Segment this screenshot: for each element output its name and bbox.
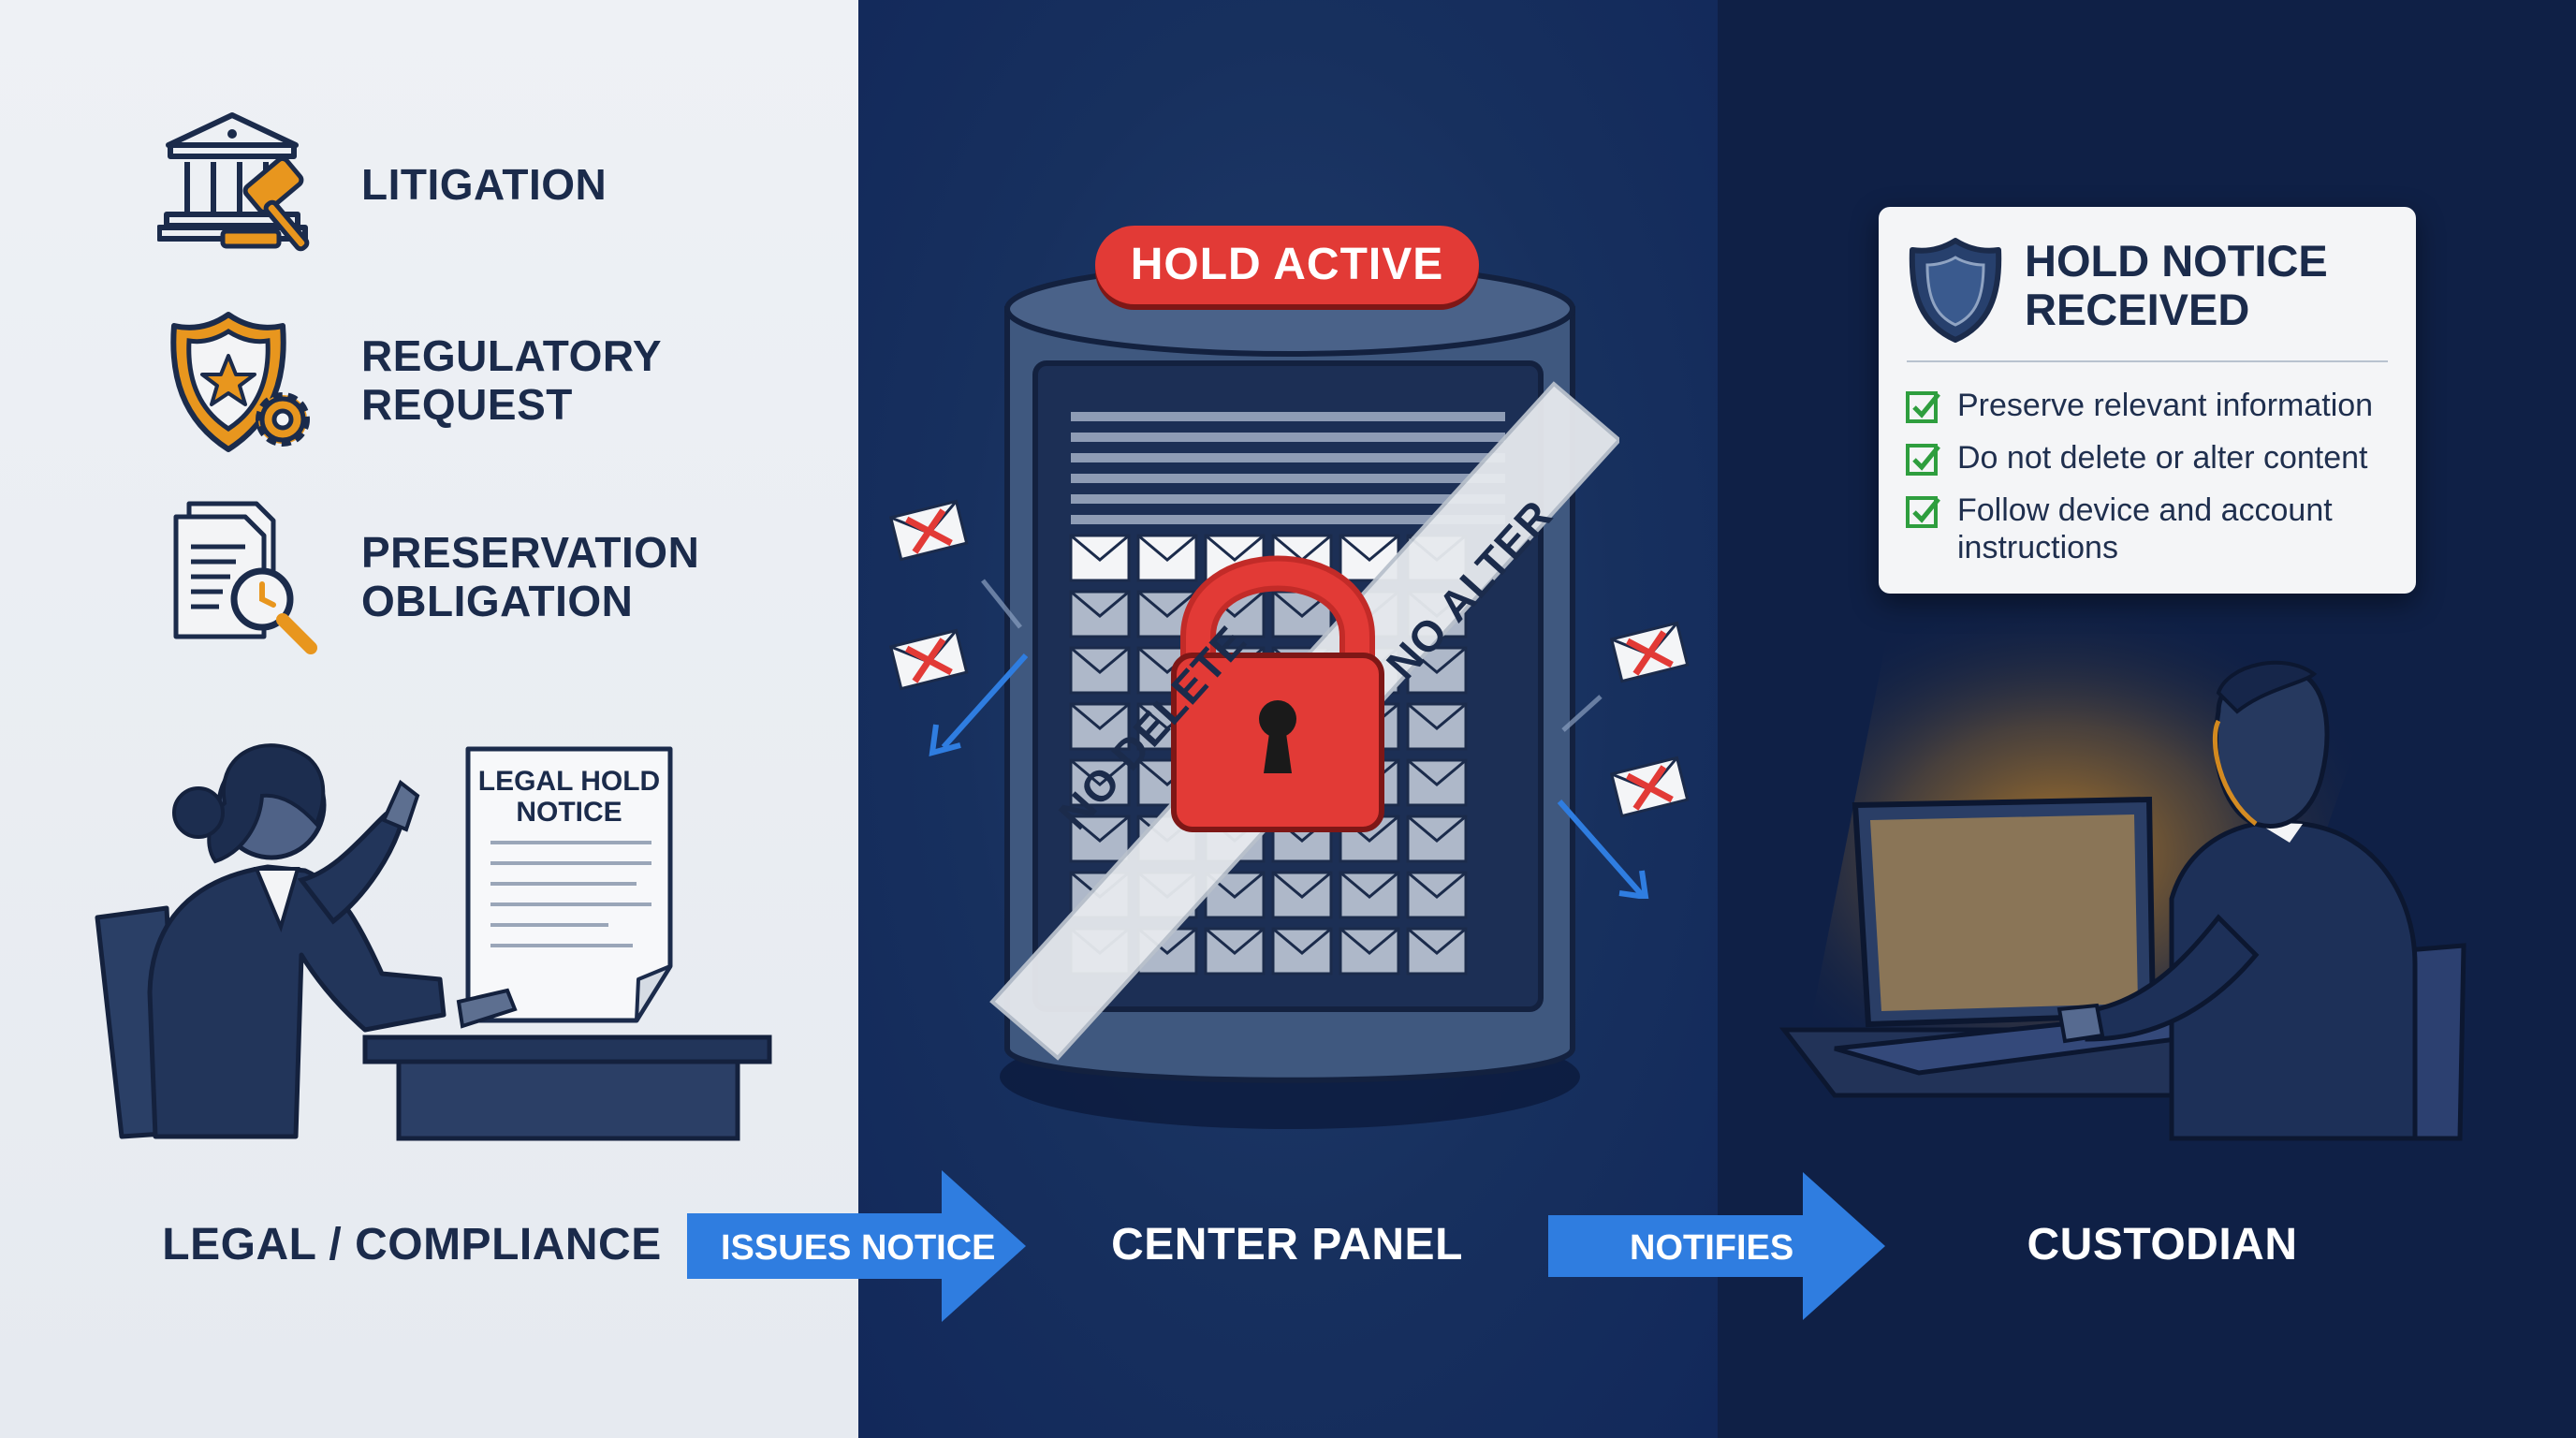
notifies-label: NOTIFIES (1630, 1228, 1794, 1268)
hold-notice-card: HOLD NOTICE RECEIVED Preserve relevant i… (1879, 207, 2416, 594)
check-icon (1906, 391, 1940, 423)
email-envelope-icon (1069, 646, 1131, 695)
hold-active-badge: HOLD ACTIVE (1095, 226, 1479, 304)
email-envelope-icon (1339, 534, 1400, 582)
archive-vault-illustration (989, 261, 1619, 1129)
email-envelope-icon (1339, 927, 1400, 976)
legal-hold-notice-paper-title: LEGAL HOLD NOTICE (477, 766, 661, 828)
custodian-illustration (1778, 660, 2466, 1141)
notice-title: HOLD NOTICE RECEIVED (2025, 236, 2328, 334)
document-magnifier-icon (173, 501, 317, 654)
custodian-caption: CUSTODIAN (2027, 1220, 2298, 1269)
issues-notice-label: ISSUES NOTICE (721, 1228, 996, 1268)
email-envelope-icon (1069, 702, 1131, 751)
trigger-label-preservation: PRESERVATION OBLIGATION (361, 528, 700, 625)
email-envelope-icon (1069, 534, 1131, 582)
legal-compliance-caption: LEGAL / COMPLIANCE (162, 1220, 662, 1269)
email-envelope-icon (1204, 927, 1266, 976)
issues-notice-arrow (687, 1170, 1026, 1322)
check-icon (1906, 444, 1940, 476)
email-envelope-icon (1069, 814, 1131, 863)
notifies-arrow (1548, 1172, 1885, 1320)
email-envelope-icon (1406, 702, 1468, 751)
checklist-item-text: Preserve relevant information (1957, 388, 2374, 423)
check-icon (1906, 496, 1940, 528)
checklist-item-text: Follow device and account instructions (1957, 492, 2333, 565)
padlock-icon (1171, 555, 1384, 832)
trigger-label-litigation: LITIGATION (361, 160, 607, 209)
notice-divider (1907, 360, 2388, 362)
email-envelope-icon (1271, 927, 1333, 976)
email-envelope-icon (1406, 871, 1468, 919)
center-panel-caption: CENTER PANEL (1111, 1220, 1463, 1269)
email-envelope-icon (1406, 758, 1468, 807)
email-envelope-icon (1406, 814, 1468, 863)
legal-officer-illustration (95, 743, 772, 1141)
courthouse-gavel-icon (157, 112, 310, 252)
email-envelope-icon (1069, 758, 1131, 807)
email-envelope-icon (1339, 871, 1400, 919)
legal-compliance-panel (0, 0, 858, 1438)
email-envelope-icon (1136, 534, 1198, 582)
email-envelope-icon (1271, 871, 1333, 919)
blocked-email-left-icon (889, 499, 1029, 757)
email-envelope-icon (1406, 927, 1468, 976)
shield-icon (1909, 238, 2002, 343)
checklist-item-text: Do not delete or alter content (1957, 440, 2368, 476)
blocked-email-right-icon (1557, 621, 1690, 899)
badge-gear-icon (170, 312, 310, 452)
trigger-label-regulatory: REGULATORY REQUEST (361, 331, 663, 429)
email-envelope-icon (1069, 590, 1131, 638)
